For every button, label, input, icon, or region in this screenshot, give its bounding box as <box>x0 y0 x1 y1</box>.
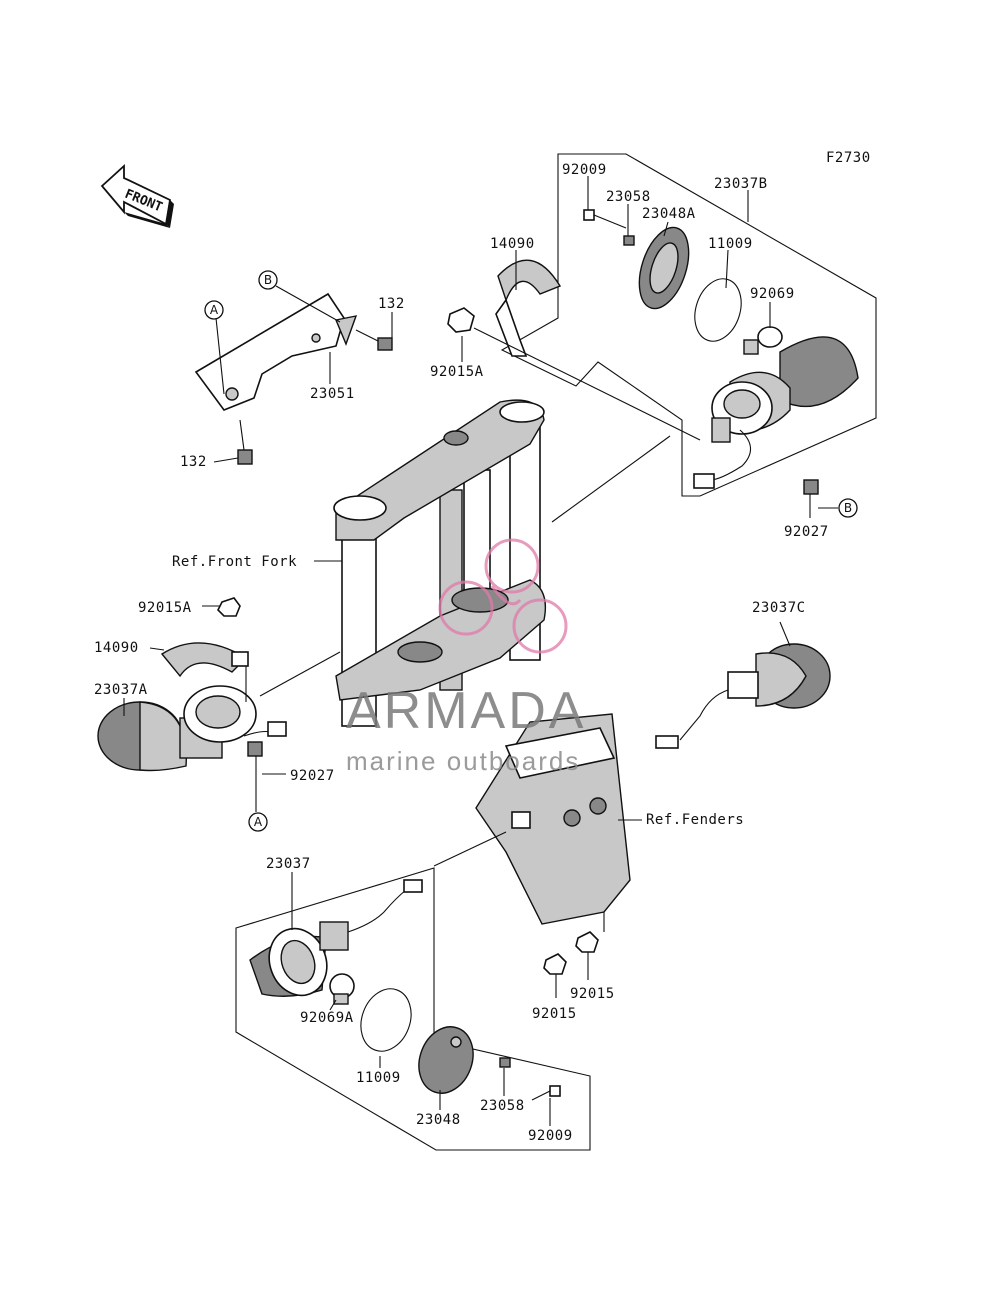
label-23037A: 23037A <box>94 682 148 698</box>
part-labels: 92009 23058 23037B 23048A 11009 92069 14… <box>94 162 829 1144</box>
screw-92009-top <box>583 209 627 229</box>
callout-b-top: B <box>258 270 278 290</box>
label-92027-left: 92027 <box>290 768 335 784</box>
turn-signal-23037B <box>693 336 859 489</box>
turn-signal-23037C <box>655 643 831 749</box>
front-fork <box>333 399 547 727</box>
turn-signal-23037A <box>97 685 287 772</box>
label-92015-right: 92015 <box>570 986 615 1002</box>
leader-lines <box>123 176 838 1126</box>
bolt-132-bottom <box>237 419 253 465</box>
label-23048A: 23048A <box>642 206 696 222</box>
label-23037B: 23037B <box>714 176 768 192</box>
label-23037: 23037 <box>266 856 311 872</box>
label-11009-bottom: 11009 <box>356 1070 401 1086</box>
clamp-14090-top <box>495 259 562 357</box>
clamp-14090-left <box>160 642 249 678</box>
label-92009-bottom: 92009 <box>528 1128 573 1144</box>
svg-text:B: B <box>264 273 272 287</box>
label-92015A-left: 92015A <box>138 600 192 616</box>
label-92015-left: 92015 <box>532 1006 577 1022</box>
label-92009-top: 92009 <box>562 162 607 178</box>
watermark-tagline: marine outboards <box>346 746 580 776</box>
kit-outline-23037 <box>235 867 591 1151</box>
label-132-bottom: 132 <box>180 454 207 470</box>
turn-signal-23037 <box>249 879 423 997</box>
gasket-11009-bottom <box>360 988 412 1052</box>
nut-92015-left <box>543 953 567 975</box>
label-92027-right: 92027 <box>784 524 829 540</box>
label-23058-bottom: 23058 <box>480 1098 525 1114</box>
label-132-top: 132 <box>378 296 405 312</box>
svg-text:B: B <box>844 501 852 515</box>
grommet-92027-left <box>247 741 263 757</box>
label-14090-left: 14090 <box>94 640 139 656</box>
svg-text:A: A <box>210 303 219 317</box>
callout-a-left: A <box>248 812 268 832</box>
bolt-132-top <box>355 329 393 351</box>
nut-92015-right <box>575 931 599 953</box>
bracket-23051 <box>194 292 358 411</box>
label-23048: 23048 <box>416 1112 461 1128</box>
gasket-11009-top <box>694 278 742 342</box>
label-92069: 92069 <box>750 286 795 302</box>
callout-a-top: A <box>204 300 224 320</box>
label-92015A-top: 92015A <box>430 364 484 380</box>
callout-b-right: B <box>838 498 858 518</box>
label-14090-top: 14090 <box>490 236 535 252</box>
nut-23058-bottom <box>499 1057 511 1068</box>
label-23058-top: 23058 <box>606 189 651 205</box>
front-arrow-icon: FRONT <box>100 163 174 228</box>
svg-text:A: A <box>254 815 263 829</box>
nut-92015A-left <box>217 597 241 617</box>
label-92069A: 92069A <box>300 1010 354 1026</box>
label-23051: 23051 <box>310 386 355 402</box>
lens-23048A <box>638 226 690 310</box>
bulb-92069 <box>743 326 783 355</box>
diagram-code: F2730 <box>826 150 871 166</box>
screw-92009-bottom <box>531 1085 561 1101</box>
lens-23048 <box>418 1026 474 1094</box>
rear-fender-bracket <box>475 713 631 925</box>
watermark-brand: ARMADA <box>346 682 586 740</box>
bulb-92069A <box>329 973 355 1005</box>
grommet-92027-right <box>803 479 819 495</box>
ref-front-fork: Ref.Front Fork <box>172 554 297 570</box>
ref-fenders: Ref.Fenders <box>646 812 744 828</box>
nut-23058-top <box>623 235 635 246</box>
label-23037C: 23037C <box>752 600 806 616</box>
nut-92015A-top <box>447 307 475 333</box>
label-11009-top: 11009 <box>708 236 753 252</box>
watermark-logo-icon <box>438 538 568 654</box>
